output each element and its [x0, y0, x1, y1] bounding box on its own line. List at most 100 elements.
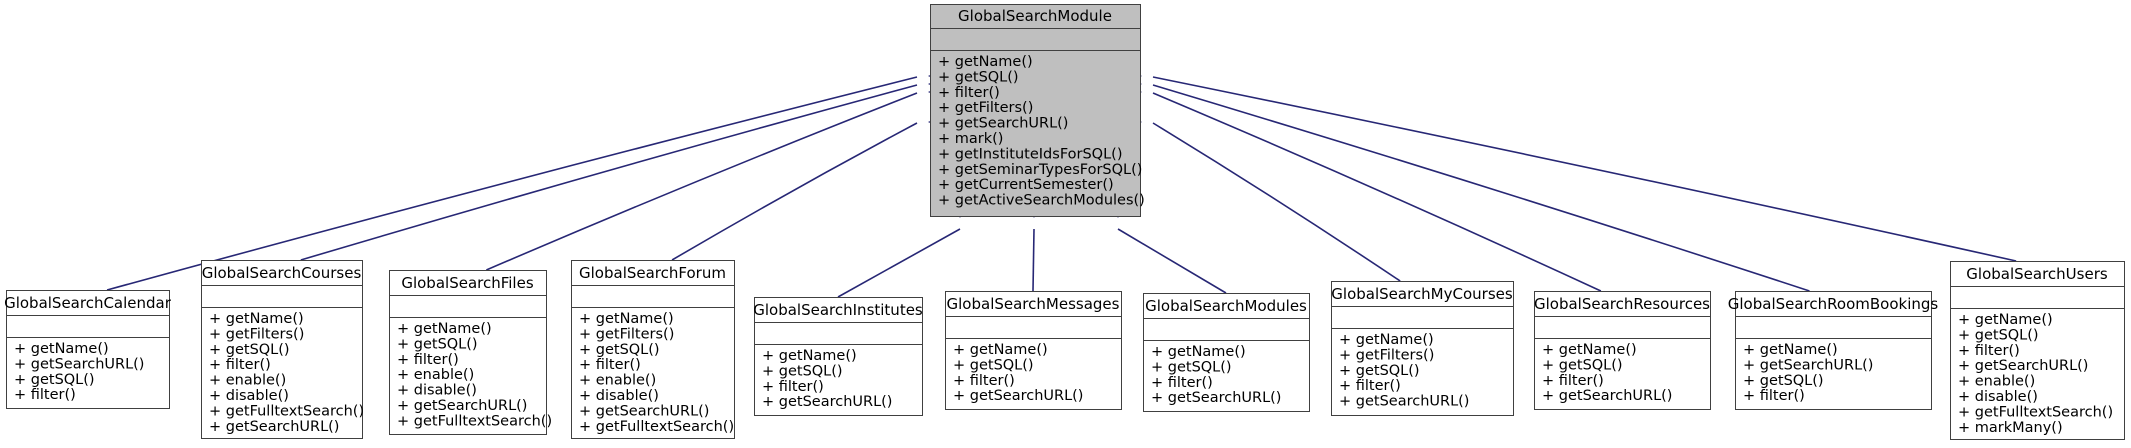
class-box-frame — [201, 260, 363, 439]
edge-GlobalSearchForum-to-GlobalSearchModule — [671, 115, 944, 261]
class-method-label: + getSearchURL() — [579, 403, 709, 419]
generalization-line — [1152, 76, 2017, 262]
class-method-label: + disable() — [397, 383, 477, 399]
class-box-frame — [945, 291, 1122, 410]
class-method-label: + filter() — [1958, 343, 2020, 359]
generalization-line — [671, 122, 918, 261]
class-method-label: + filter() — [1542, 373, 1604, 389]
class-box-frame — [1534, 291, 1711, 410]
class-name-label: GlobalSearchRoomBookings — [1728, 295, 1939, 313]
class-name-label: GlobalSearchModules — [1145, 297, 1307, 315]
edge-GlobalSearchCourses-to-GlobalSearchModule — [300, 77, 944, 261]
class-boxes: GlobalSearchModule+ getName()+ getSQL()+… — [4, 4, 2125, 440]
class-box-GlobalSearchUsers[interactable]: GlobalSearchUsers+ getName()+ getSQL()+ … — [1950, 261, 2125, 440]
class-method-label: + markMany() — [1958, 420, 2063, 436]
class-method-label: + enable() — [397, 367, 474, 383]
class-box-frame — [1143, 293, 1310, 412]
class-method-label: + getSeminarTypesForSQL() — [938, 162, 1142, 178]
class-name-label: GlobalSearchUsers — [1966, 265, 2108, 283]
class-box-frame — [6, 290, 170, 409]
class-box-GlobalSearchMessages[interactable]: GlobalSearchMessages + getName()+ getSQL(… — [945, 291, 1122, 410]
class-box-frame — [930, 4, 1141, 217]
class-box-GlobalSearchCourses[interactable]: GlobalSearchCourses+ getName()+ getFilte… — [201, 260, 365, 439]
class-method-label: + getSearchURL() — [938, 116, 1068, 132]
class-method-label: + disable() — [209, 388, 289, 404]
class-name-label: GlobalSearchCalendar — [4, 294, 172, 312]
class-method-label: + getSearchURL() — [1958, 358, 2088, 374]
class-method-label: + enable() — [209, 373, 286, 389]
class-method-label: + getName() — [1151, 344, 1246, 360]
edge-GlobalSearchResources-to-GlobalSearchModule — [1126, 85, 1602, 292]
class-method-label: + filter() — [209, 357, 271, 373]
class-method-label: + getSQL() — [1958, 327, 2039, 343]
class-method-label: + mark() — [938, 131, 1003, 147]
class-method-label: + getFilters() — [209, 326, 304, 342]
class-box-GlobalSearchFiles[interactable]: GlobalSearchFiles+ getName()+ getSQL()+ … — [389, 270, 553, 435]
class-method-label: + disable() — [1958, 389, 2038, 405]
class-method-label: + getSQL() — [953, 357, 1034, 373]
class-box-frame — [754, 297, 923, 416]
class-method-label: + getSQL() — [579, 342, 660, 358]
class-method-label: + getFulltextSearch() — [1958, 404, 2113, 420]
class-method-label: + getSearchURL() — [397, 398, 527, 414]
class-method-label: + getName() — [14, 341, 109, 357]
generalization-line — [106, 76, 918, 291]
class-box-GlobalSearchForum[interactable]: GlobalSearchForum+ getName()+ getFilters… — [571, 260, 735, 439]
class-method-label: + getFulltextSearch() — [579, 419, 734, 435]
edge-GlobalSearchRoomBookings-to-GlobalSearchModule — [1126, 77, 1810, 292]
class-method-label: + getSQL() — [1339, 363, 1420, 379]
class-method-label: + getSQL() — [762, 363, 843, 379]
class-name-label: GlobalSearchForum — [579, 264, 726, 282]
generalization-line — [1152, 84, 1810, 292]
generalization-line — [1032, 228, 1035, 292]
class-box-GlobalSearchInstitutes[interactable]: GlobalSearchInstitutes+ getName()+ getSQ… — [753, 297, 923, 416]
class-method-label: + disable() — [579, 388, 659, 404]
class-method-label: + getName() — [1743, 342, 1838, 358]
class-name-label: GlobalSearchInstitutes — [753, 301, 923, 319]
class-method-label: + getName() — [1542, 342, 1637, 358]
class-method-label: + getInstituteIdsForSQL() — [938, 146, 1123, 162]
generalization-line — [837, 228, 961, 298]
class-box-GlobalSearchCalendar[interactable]: GlobalSearchCalendar + getName()+ getSear… — [4, 290, 172, 409]
generalization-line — [300, 84, 918, 261]
class-method-label: + getCurrentSemester() — [938, 177, 1114, 193]
class-method-label: + getName() — [1958, 312, 2053, 328]
class-method-label: + getSQL() — [938, 69, 1019, 85]
class-method-label: + getSearchURL() — [762, 394, 892, 410]
edge-GlobalSearchMyCourses-to-GlobalSearchModule — [1126, 115, 1401, 282]
class-box-GlobalSearchRoomBookings[interactable]: GlobalSearchRoomBookings + getName()+ get… — [1728, 291, 1939, 410]
class-method-label: + getSearchURL() — [1339, 394, 1469, 410]
class-method-label: + getSearchURL() — [1743, 357, 1873, 373]
class-box-GlobalSearchMyCourses[interactable]: GlobalSearchMyCourses+ getName()+ getFil… — [1331, 281, 1514, 416]
class-method-label: + filter() — [14, 387, 76, 403]
class-method-label: + getActiveSearchModules() — [938, 193, 1145, 209]
class-method-label: + getName() — [209, 311, 304, 327]
class-method-label: + filter() — [579, 357, 641, 373]
class-method-label: + getSearchURL() — [14, 356, 144, 372]
class-box-frame — [571, 260, 735, 439]
class-method-label: + getSearchURL() — [209, 419, 339, 435]
class-box-GlobalSearchModules[interactable]: GlobalSearchModules + getName()+ getSQL()… — [1143, 293, 1310, 412]
class-box-GlobalSearchModule[interactable]: GlobalSearchModule+ getName()+ getSQL()+… — [930, 4, 1145, 217]
class-method-label: + getFilters() — [1339, 347, 1434, 363]
class-method-label: + filter() — [1151, 375, 1213, 391]
class-method-label: + filter() — [1743, 388, 1805, 404]
class-box-frame — [1950, 261, 2125, 440]
class-method-label: + getSQL() — [1151, 359, 1232, 375]
class-box-frame — [1735, 291, 1932, 410]
edge-GlobalSearchUsers-to-GlobalSearchModule — [1126, 69, 2017, 262]
class-method-label: + getName() — [953, 342, 1048, 358]
class-method-label: + getName() — [397, 321, 492, 337]
class-box-GlobalSearchResources[interactable]: GlobalSearchResources+ getName()+ getSQL… — [1534, 291, 1711, 410]
class-method-label: + filter() — [938, 85, 1000, 101]
generalization-line — [1152, 122, 1401, 282]
class-name-label: GlobalSearchMessages — [947, 295, 1120, 313]
class-box-frame — [1331, 281, 1514, 416]
class-method-label: + enable() — [1958, 374, 2035, 390]
class-name-label: GlobalSearchModule — [958, 7, 1112, 25]
class-method-label: + getFulltextSearch() — [209, 403, 364, 419]
class-method-label: + getSQL() — [1542, 357, 1623, 373]
class-name-label: GlobalSearchFiles — [401, 274, 533, 292]
